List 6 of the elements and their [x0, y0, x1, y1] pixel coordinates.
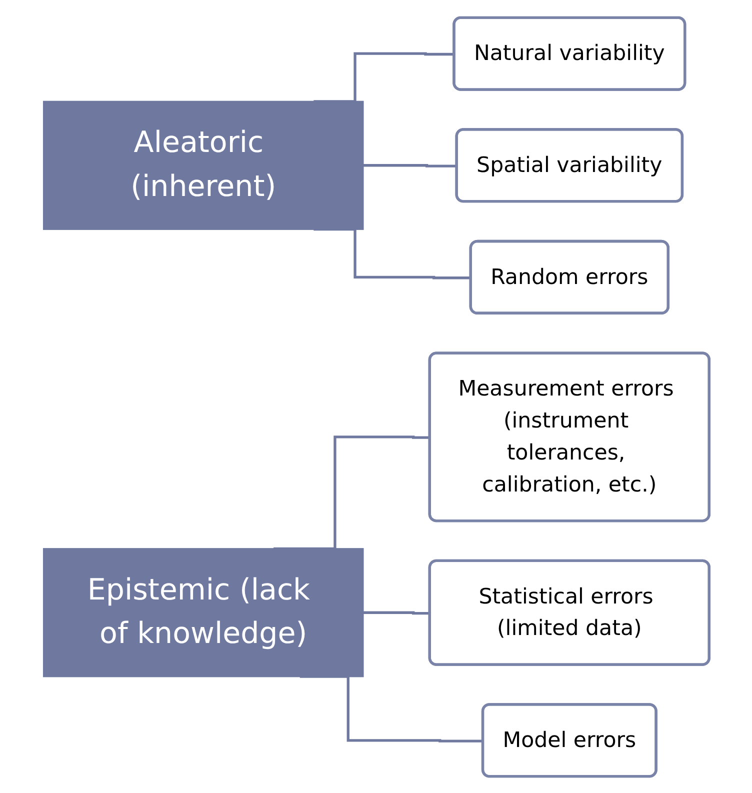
node-box: Aleatoric (inherent) — [42, 100, 364, 230]
connector — [362, 610, 430, 614]
connector — [313, 227, 471, 279]
connector — [299, 674, 483, 742]
connector — [362, 164, 457, 167]
node-box: Epistemic (lack of knowledge) — [42, 548, 364, 677]
